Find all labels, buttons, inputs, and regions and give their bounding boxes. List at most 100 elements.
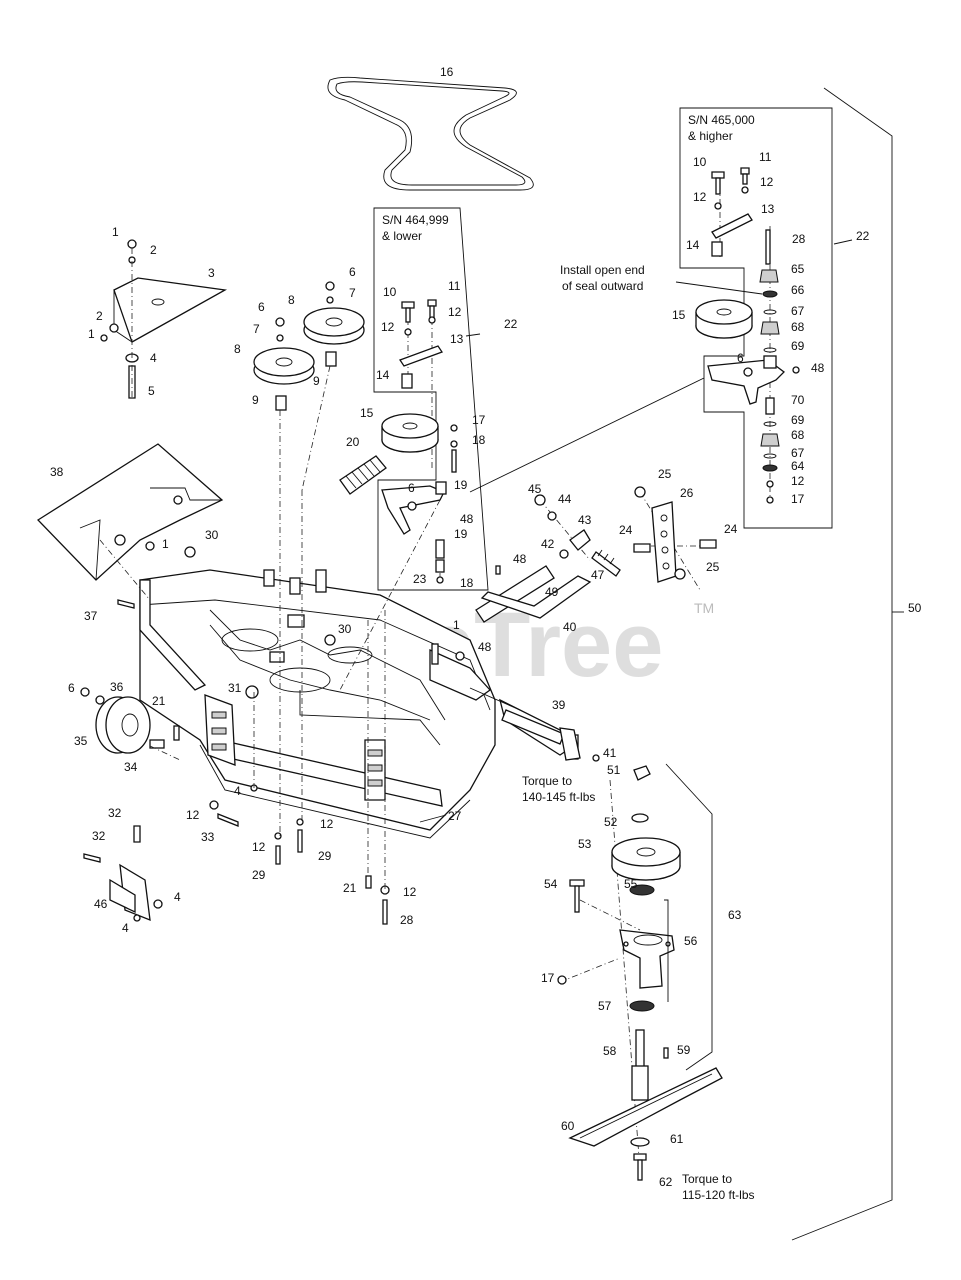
callout-2: 2 (150, 243, 157, 257)
callout-9: 9 (252, 393, 259, 407)
callout-4: 4 (174, 890, 181, 904)
belt-shield-3 (100, 239, 228, 399)
sn-high-line1: S/N 465,000 (688, 113, 755, 127)
callout-12: 12 (381, 320, 395, 334)
callout-10: 10 (693, 155, 707, 169)
callout-30: 30 (338, 622, 352, 636)
caster-wheel-35 (80, 687, 165, 754)
leader-22-low (465, 333, 481, 337)
callout-12: 12 (252, 840, 266, 854)
callout-15: 15 (672, 308, 686, 322)
callout-50: 50 (908, 601, 922, 615)
callout-6: 6 (349, 265, 356, 279)
callout-28: 28 (792, 232, 806, 246)
callout-24: 24 (619, 523, 633, 537)
callout-5: 5 (148, 384, 155, 398)
callout-17: 17 (472, 413, 486, 427)
callout-46: 46 (94, 897, 108, 911)
callout-14: 14 (686, 238, 700, 252)
callout-33: 33 (201, 830, 215, 844)
callout-12: 12 (693, 190, 707, 204)
seal-note-line2: of seal outward (562, 279, 643, 293)
bracket-46 (83, 825, 163, 922)
callout-12: 12 (448, 305, 462, 319)
callout-13: 13 (761, 202, 775, 216)
callout-12: 12 (403, 885, 417, 899)
callout-1: 1 (112, 225, 119, 239)
callout-39: 39 (552, 698, 566, 712)
callout-4: 4 (150, 351, 157, 365)
callout-12: 12 (791, 474, 805, 488)
callout-17: 17 (791, 492, 805, 506)
callout-11: 11 (448, 279, 461, 293)
callout-67: 67 (791, 446, 805, 460)
callout-13: 13 (450, 332, 464, 346)
callout-61: 61 (670, 1132, 684, 1146)
callout-34: 34 (124, 760, 138, 774)
callout-9: 9 (313, 374, 320, 388)
callout-7: 7 (253, 322, 260, 336)
callout-19: 19 (454, 527, 468, 541)
sn-low-line2: & lower (382, 229, 422, 243)
callout-63: 63 (728, 908, 742, 922)
callout-30: 30 (205, 528, 219, 542)
link-plate-26 (651, 501, 677, 583)
linkage-parts (431, 486, 717, 762)
callout-47: 47 (591, 568, 605, 582)
callout-60: 60 (561, 1119, 575, 1133)
callout-58: 58 (603, 1044, 617, 1058)
callout-29: 29 (252, 868, 266, 882)
callout-1: 1 (162, 537, 169, 551)
callout-12: 12 (760, 175, 774, 189)
callout-48: 48 (478, 640, 492, 654)
callout-1: 1 (88, 327, 95, 341)
callout-25: 25 (658, 467, 672, 481)
torque-bottom-line1: Torque to (682, 1172, 732, 1186)
callout-6: 6 (737, 351, 744, 365)
callout-18: 18 (472, 433, 486, 447)
assembly-link-line (469, 377, 705, 493)
callout-4: 4 (122, 921, 129, 935)
callout-69: 69 (791, 339, 805, 353)
seal-note-line1: Install open end (560, 263, 645, 277)
callout-27: 27 (448, 809, 462, 823)
mower-deck-27 (139, 569, 579, 839)
sn-low-assembly-box: S/N 464,999 & lower (339, 207, 489, 591)
callout-24: 24 (724, 522, 738, 536)
callout-42: 42 (541, 537, 555, 551)
callout-53: 53 (578, 837, 592, 851)
callout-62: 62 (659, 1175, 673, 1189)
callout-1: 1 (453, 618, 460, 632)
callout-43: 43 (578, 513, 592, 527)
callout-49: 49 (545, 585, 559, 599)
callout-70: 70 (791, 393, 805, 407)
callout-48: 48 (811, 361, 825, 375)
callout-25: 25 (706, 560, 720, 574)
callout-68: 68 (791, 320, 805, 334)
callout-51: 51 (607, 763, 621, 777)
callout-32: 32 (92, 829, 106, 843)
torque-bottom-line2: 115-120 ft-lbs (682, 1188, 755, 1202)
callout-65: 65 (791, 262, 805, 276)
callout-6: 6 (258, 300, 265, 314)
callout-8: 8 (288, 293, 295, 307)
callout-19: 19 (454, 478, 468, 492)
callout-48: 48 (513, 552, 527, 566)
callout-45: 45 (528, 482, 542, 496)
callout-57: 57 (598, 999, 612, 1013)
callout-10: 10 (383, 285, 397, 299)
callout-35: 35 (74, 734, 88, 748)
deck-fasteners (117, 541, 390, 925)
callout-29: 29 (318, 849, 332, 863)
callout-3: 3 (208, 266, 215, 280)
callout-21: 21 (152, 694, 166, 708)
callout-41: 41 (603, 746, 617, 760)
callout-37: 37 (84, 609, 98, 623)
callout-48: 48 (460, 512, 474, 526)
callout-44: 44 (558, 492, 572, 506)
callout-11: 11 (759, 150, 772, 164)
callout-6: 6 (408, 481, 415, 495)
callout-4: 4 (234, 784, 241, 798)
callout-54: 54 (544, 877, 558, 891)
